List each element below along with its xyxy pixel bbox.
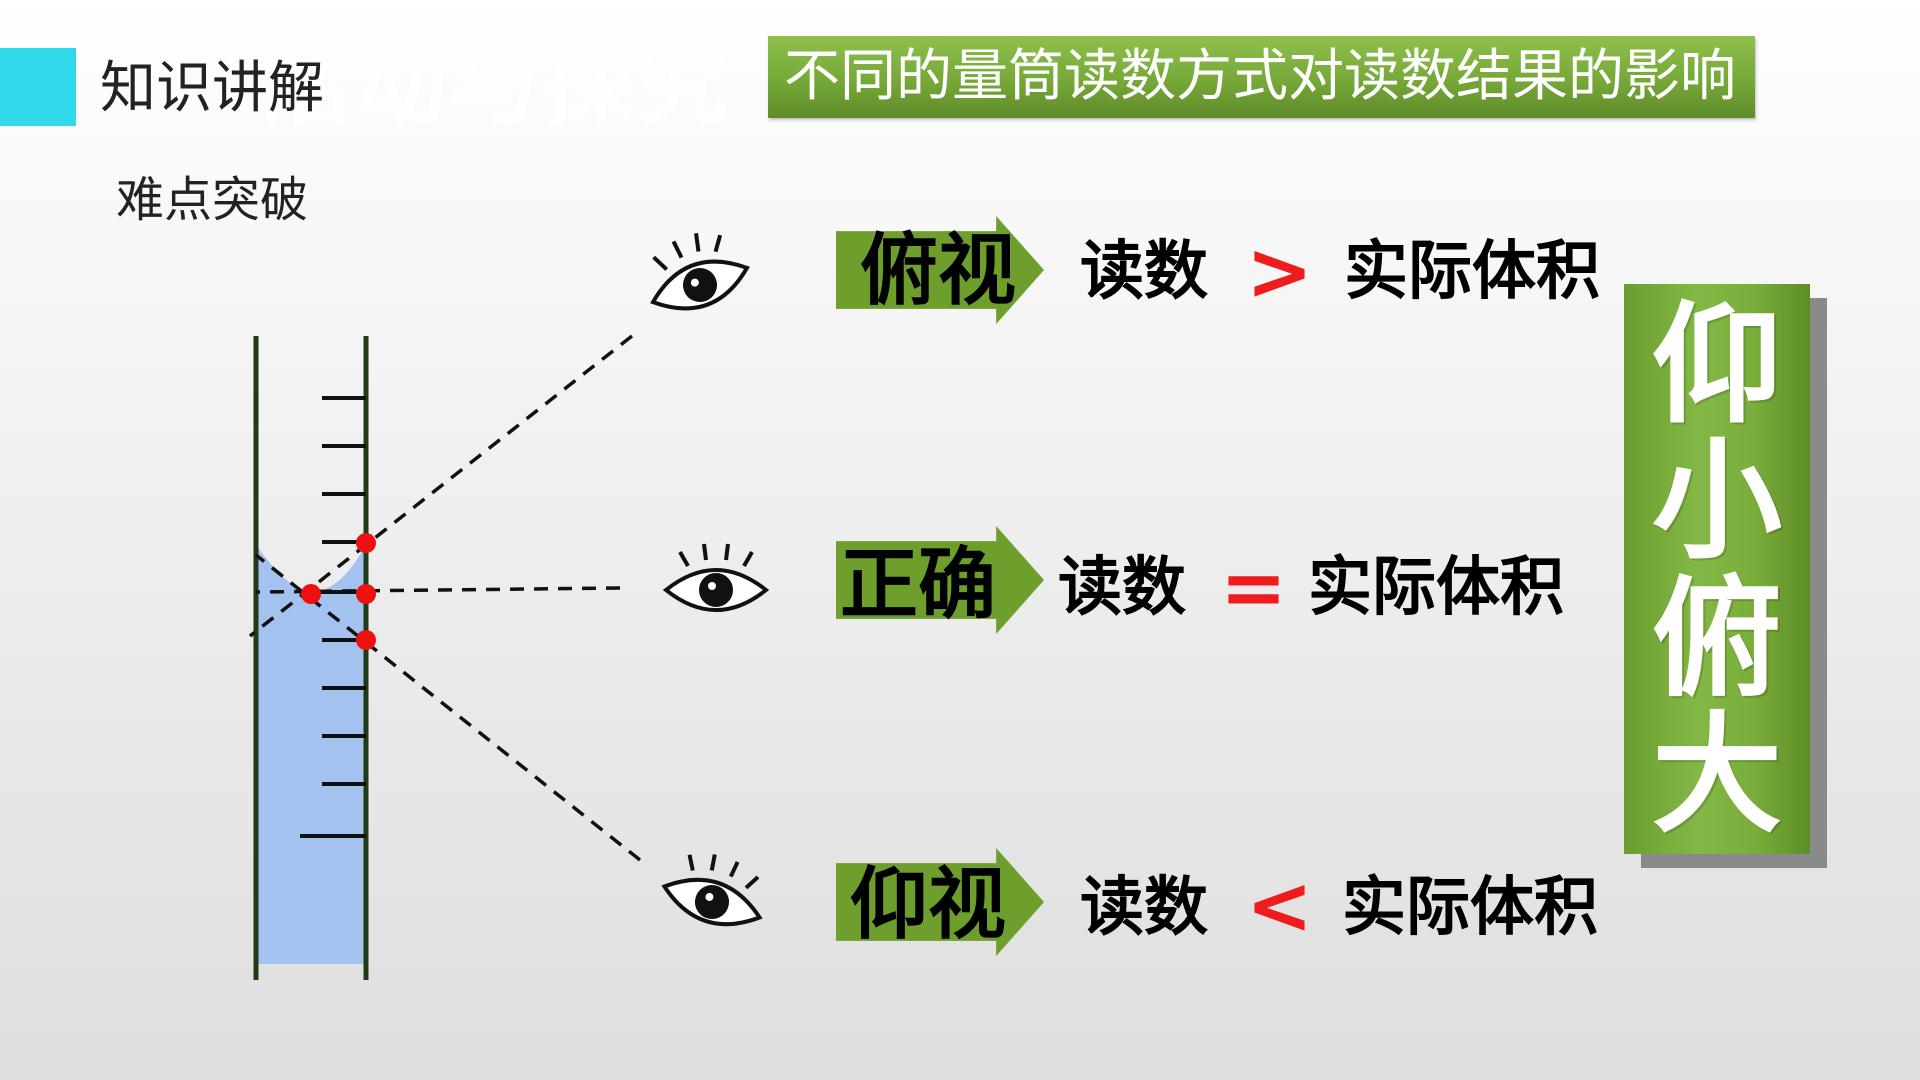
mnemonic-char-3: 俯 xyxy=(1651,563,1782,715)
eye-icon xyxy=(661,854,763,927)
marker-middle-right xyxy=(356,584,376,604)
operator-bottom: < xyxy=(1246,859,1314,952)
operator-top: > xyxy=(1246,225,1314,318)
actual-label-top: 实际体积 xyxy=(1344,235,1600,309)
arrow-tag-bottom xyxy=(836,848,1044,956)
view-label-bottom: 仰视 xyxy=(850,860,1007,950)
eye-icon xyxy=(662,543,770,612)
marker-middle-left xyxy=(301,584,321,604)
banner-title: 不同的量筒读数方式对读数结果的影响 xyxy=(784,44,1736,109)
reading-label-bottom: 读数 xyxy=(1080,871,1208,945)
eye-icon xyxy=(650,232,750,311)
reading-label-top: 读数 xyxy=(1080,235,1208,309)
mnemonic-char-1: 仰 xyxy=(1651,289,1782,441)
ghost-title: 活动与探究 xyxy=(260,31,731,138)
sight-line-top xyxy=(248,334,634,638)
sub-title: 难点突破 xyxy=(116,172,309,228)
liquid xyxy=(256,545,365,964)
reading-label-middle: 读数 xyxy=(1058,551,1186,625)
actual-label-middle: 实际体积 xyxy=(1308,551,1564,625)
view-label-middle: 正确 xyxy=(840,540,997,630)
mnemonic-box xyxy=(1624,284,1810,854)
view-label-top: 俯视 xyxy=(860,226,1017,316)
sight-line-middle xyxy=(255,586,621,594)
accent-block xyxy=(0,48,76,126)
topic-banner: 不同的量筒读数方式对读数结果的影响 xyxy=(768,36,1755,118)
sight-line-bottom xyxy=(254,553,642,862)
marker-bottom xyxy=(356,630,376,650)
arrow-tag-middle xyxy=(836,526,1044,634)
markers xyxy=(301,533,376,650)
sight-lines xyxy=(248,334,642,862)
mnemonic-char-2: 小 xyxy=(1651,425,1782,577)
section-title: 知识讲解 xyxy=(100,56,324,121)
operator-middle: = xyxy=(1220,541,1288,634)
mnemonic-char-4: 大 xyxy=(1651,699,1782,851)
marker-top xyxy=(356,533,376,553)
arrow-tag-top xyxy=(836,216,1044,324)
actual-label-bottom: 实际体积 xyxy=(1342,871,1598,945)
